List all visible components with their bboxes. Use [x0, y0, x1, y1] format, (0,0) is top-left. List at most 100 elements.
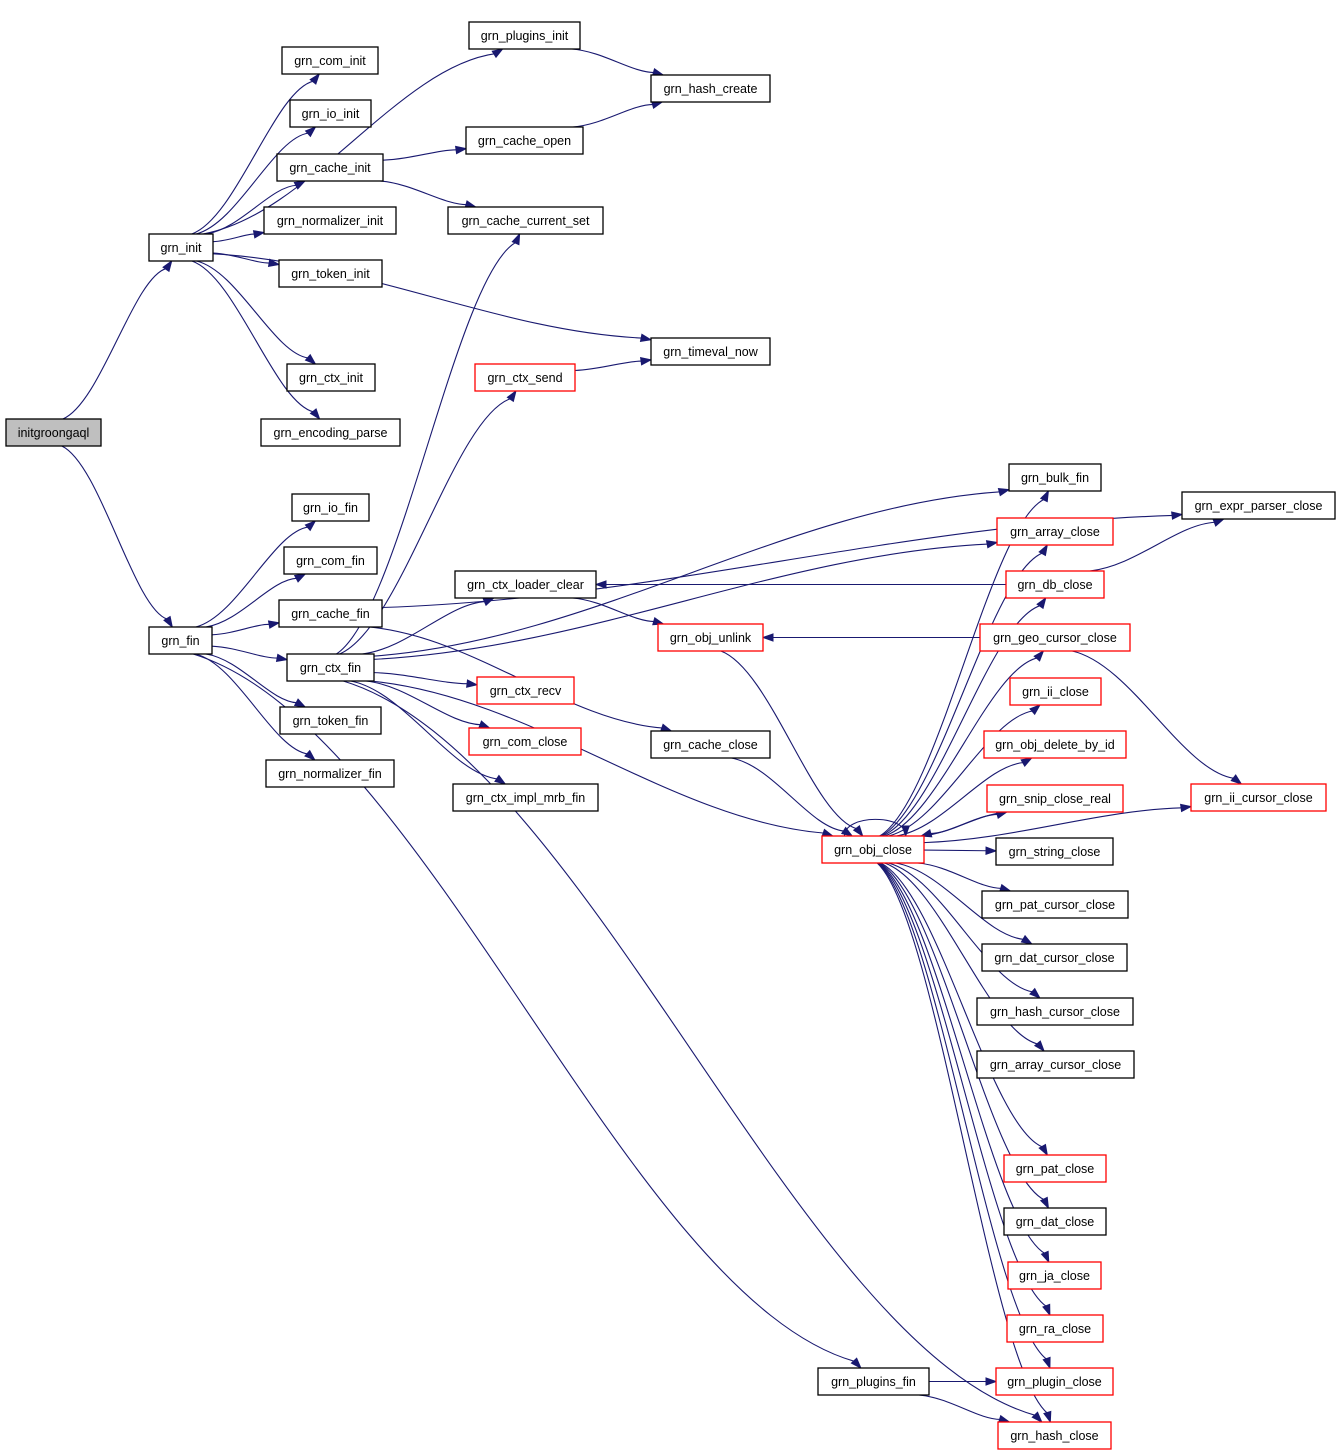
node-grn-hash-create[interactable]: grn_hash_create: [650, 74, 771, 103]
edge-line: [212, 252, 271, 264]
node-grn-expr-parser-close[interactable]: grn_expr_parser_close: [1181, 491, 1336, 520]
edge-line: [339, 397, 512, 655]
node-grn-cache-close[interactable]: grn_cache_close: [650, 730, 771, 759]
node-grn-bulk-fin[interactable]: grn_bulk_fin: [1008, 463, 1102, 492]
node-grn-ra-close[interactable]: grn_ra_close: [1006, 1314, 1104, 1343]
node-grn-plugins-init[interactable]: grn_plugins_init: [468, 21, 581, 50]
edge-arrowhead: [1036, 596, 1047, 610]
node-grn-pat-close[interactable]: grn_pat_close: [1003, 1154, 1107, 1183]
node-grn-ii-close[interactable]: grn_ii_close: [1009, 677, 1102, 706]
edge-arrowhead: [275, 653, 289, 663]
edge-arrowhead: [252, 230, 266, 239]
edge-grn-init-to-grn-plugins-init: [202, 48, 504, 235]
edge-grn-obj-close-to-grn-array-cursor-close: [884, 862, 1045, 1053]
node-grn-fin[interactable]: grn_fin: [148, 626, 213, 655]
edge-arrowhead: [293, 180, 307, 190]
node-box: [650, 337, 771, 366]
node-grn-cache-fin[interactable]: grn_cache_fin: [278, 599, 383, 628]
node-grn-ctx-impl-mrb-fin[interactable]: grn_ctx_impl_mrb_fin: [452, 783, 599, 812]
node-grn-io-fin[interactable]: grn_io_fin: [291, 493, 370, 522]
node-grn-token-init[interactable]: grn_token_init: [278, 259, 383, 288]
edge-grn-obj-close-to-grn-hash-cursor-close: [888, 862, 1041, 999]
edge-arrowhead: [1039, 489, 1050, 503]
node-grn-io-init[interactable]: grn_io_init: [289, 99, 372, 128]
node-grn-hash-close[interactable]: grn_hash_close: [997, 1421, 1112, 1450]
edge-arrowhead: [1033, 649, 1045, 662]
node-grn-array-close[interactable]: grn_array_close: [996, 517, 1114, 546]
edge-line: [205, 653, 298, 704]
node-grn-ii-cursor-close[interactable]: grn_ii_cursor_close: [1190, 783, 1327, 812]
edge-arrowhead: [309, 72, 321, 85]
node-grn-ctx-loader-clear[interactable]: grn_ctx_loader_clear: [454, 570, 597, 599]
node-grn-ja-close[interactable]: grn_ja_close: [1007, 1261, 1102, 1290]
node-grn-plugins-fin[interactable]: grn_plugins_fin: [817, 1367, 930, 1396]
edge-grn-cache-close-to-grn-obj-close: [731, 757, 854, 837]
node-grn-init[interactable]: grn_init: [148, 233, 214, 262]
node-label: grn_pat_close: [1016, 1162, 1095, 1176]
node-grn-normalizer-fin[interactable]: grn_normalizer_fin: [265, 759, 395, 788]
edge-arrowhead: [1212, 518, 1226, 527]
edge-arrowhead: [309, 408, 321, 421]
node-grn-pat-cursor-close[interactable]: grn_pat_cursor_close: [981, 890, 1129, 919]
node-grn-token-fin[interactable]: grn_token_fin: [279, 706, 382, 735]
node-grn-obj-unlink[interactable]: grn_obj_unlink: [657, 623, 764, 652]
edge-grn-fin-to-grn-ctx-fin: [211, 645, 289, 663]
edge-arrowhead: [1042, 1303, 1051, 1317]
edge-arrowhead: [163, 615, 174, 629]
node-box: [278, 259, 383, 288]
node-box: [1009, 677, 1102, 706]
node-grn-ctx-send[interactable]: grn_ctx_send: [474, 363, 576, 392]
node-grn-cache-init[interactable]: grn_cache_init: [276, 153, 384, 182]
edge-arrowhead: [985, 846, 998, 856]
node-box: [468, 727, 582, 756]
node-grn-dat-close[interactable]: grn_dat_close: [1003, 1207, 1107, 1236]
edge-grn-obj-close-to-grn-geo-cursor-close: [884, 649, 1045, 837]
node-grn-ctx-init[interactable]: grn_ctx_init: [286, 363, 376, 392]
node-grn-com-init[interactable]: grn_com_init: [281, 46, 379, 75]
node-grn-geo-cursor-close[interactable]: grn_geo_cursor_close: [979, 623, 1131, 652]
node-label: grn_init: [161, 241, 203, 255]
node-label: grn_dat_close: [1016, 1215, 1095, 1229]
edge-arrowhead: [997, 488, 1011, 497]
node-label: grn_ja_close: [1019, 1269, 1090, 1283]
edge-arrowhead: [466, 679, 479, 688]
edge-line: [888, 862, 1034, 993]
node-grn-dat-cursor-close[interactable]: grn_dat_cursor_close: [981, 943, 1128, 972]
node-grn-ctx-recv[interactable]: grn_ctx_recv: [476, 676, 575, 705]
node-box: [1008, 463, 1102, 492]
node-grn-obj-close[interactable]: grn_obj_close: [821, 835, 925, 864]
node-grn-string-close[interactable]: grn_string_close: [995, 837, 1114, 866]
edge-line: [196, 260, 309, 359]
node-grn-encoding-parse[interactable]: grn_encoding_parse: [260, 418, 401, 447]
edge-grn-init-to-grn-encoding-parse: [191, 260, 321, 421]
node-label: grn_obj_unlink: [670, 631, 752, 645]
node-initgroongaql[interactable]: initgroongaql: [5, 418, 102, 447]
node-grn-array-cursor-close[interactable]: grn_array_cursor_close: [976, 1050, 1135, 1079]
node-grn-hash-cursor-close[interactable]: grn_hash_cursor_close: [976, 997, 1134, 1026]
node-box: [263, 206, 397, 235]
edge-line: [373, 543, 989, 660]
edge-arrowhead: [1171, 511, 1184, 520]
node-label: grn_ra_close: [1019, 1322, 1091, 1336]
node-box: [452, 783, 599, 812]
node-grn-db-close[interactable]: grn_db_close: [1005, 570, 1105, 599]
node-grn-normalizer-init[interactable]: grn_normalizer_init: [263, 206, 397, 235]
node-grn-timeval-now[interactable]: grn_timeval_now: [650, 337, 771, 366]
node-grn-com-fin[interactable]: grn_com_fin: [283, 546, 378, 575]
node-label: grn_hash_cursor_close: [990, 1005, 1120, 1019]
edge-line: [202, 53, 496, 235]
node-grn-ctx-fin[interactable]: grn_ctx_fin: [286, 653, 375, 682]
edge-line: [195, 653, 309, 755]
node-grn-snip-close-real[interactable]: grn_snip_close_real: [986, 784, 1124, 813]
node-grn-obj-delete-by-id[interactable]: grn_obj_delete_by_id: [983, 730, 1127, 759]
node-label: grn_ctx_send: [487, 371, 562, 385]
node-grn-com-close[interactable]: grn_com_close: [468, 727, 582, 756]
edge-grn-ctx-fin-to-grn-ctx-recv: [373, 672, 479, 688]
node-grn-cache-current-set[interactable]: grn_cache_current_set: [447, 206, 604, 235]
edge-line: [720, 650, 858, 830]
node-label: grn_com_init: [294, 54, 366, 68]
node-grn-cache-open[interactable]: grn_cache_open: [465, 126, 584, 155]
edge-arrowhead: [761, 633, 774, 642]
node-grn-plugin-close[interactable]: grn_plugin_close: [995, 1367, 1114, 1396]
edge-arrowhead: [1230, 774, 1243, 785]
